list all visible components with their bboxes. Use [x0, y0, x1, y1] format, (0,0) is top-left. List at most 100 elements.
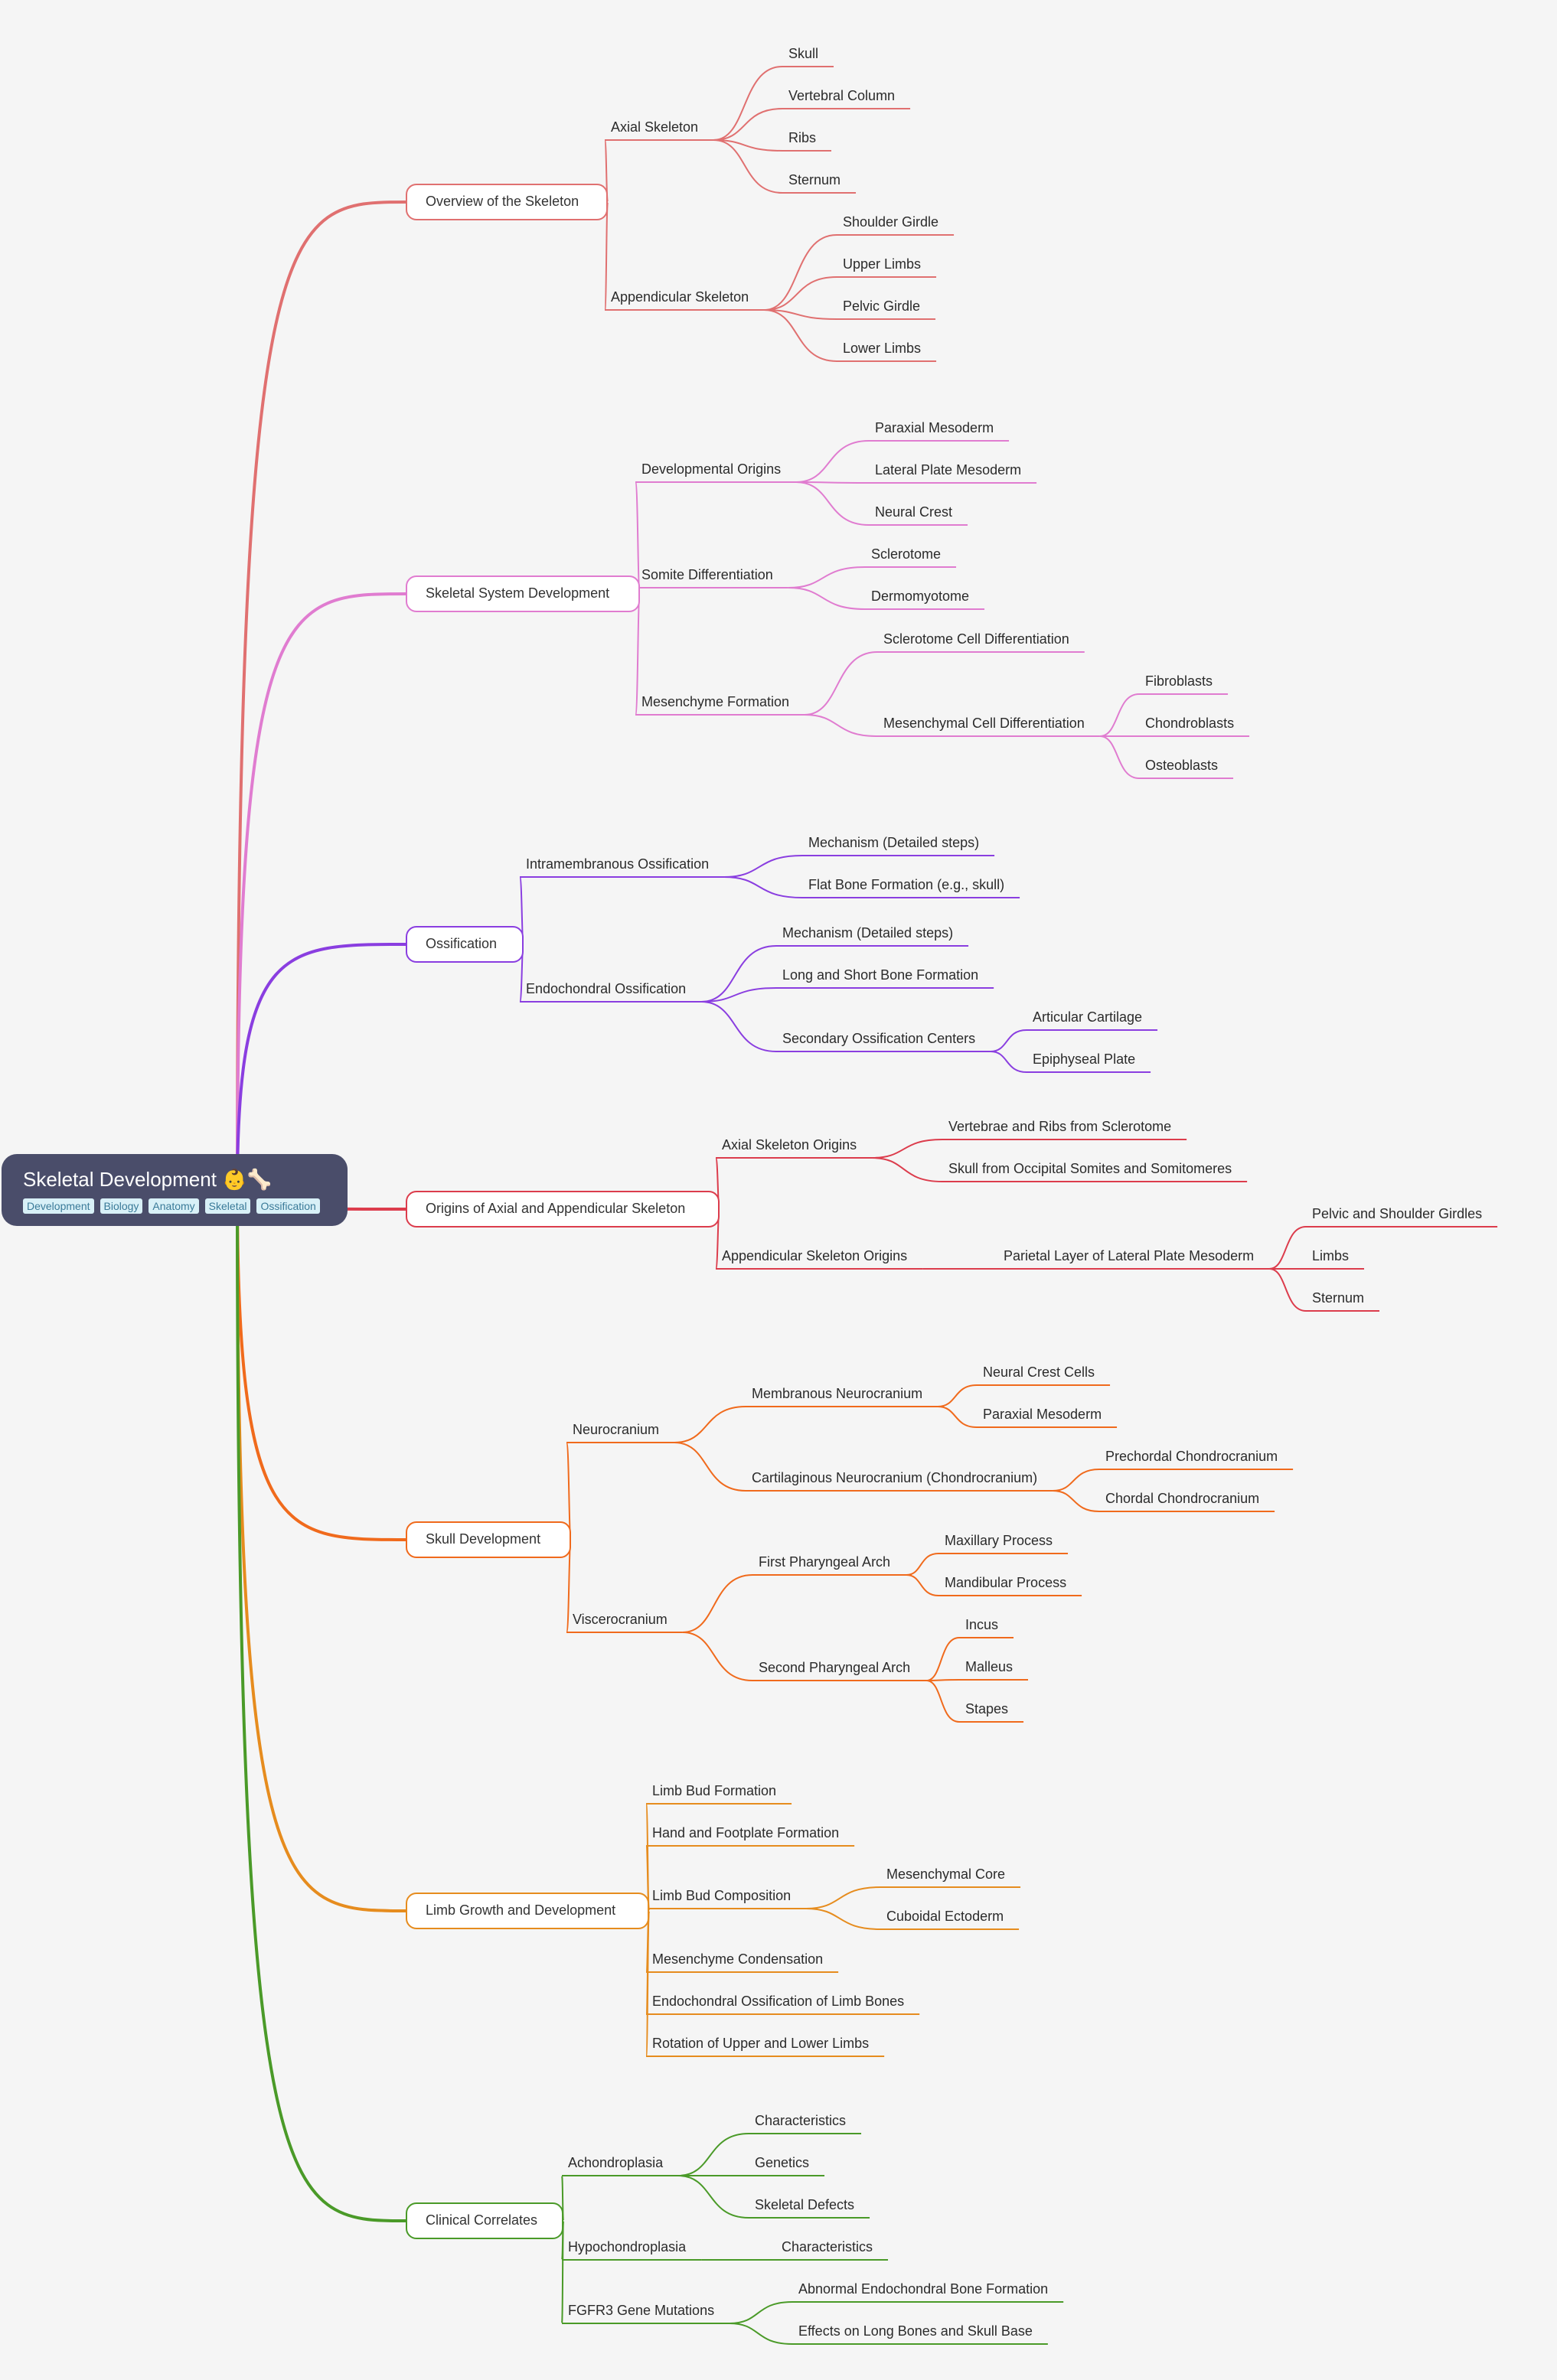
grandchild-node[interactable]: Membranous Neurocranium [752, 1386, 923, 1401]
grandchild-node[interactable]: Effects on Long Bones and Skull Base [798, 2323, 1033, 2339]
grandchild-node[interactable]: Characteristics [782, 2239, 873, 2254]
connector-line [764, 309, 837, 320]
child-node[interactable]: Endochondral Ossification [526, 981, 687, 996]
child-node[interactable]: Appendicular Skeleton Origins [722, 1248, 908, 1263]
branch-node[interactable]: Limb Growth and Development [406, 1893, 649, 1929]
grandchild-node[interactable]: Characteristics [755, 2113, 847, 2128]
child-node[interactable]: Hand and Footplate Formation [652, 1825, 840, 1840]
child-node[interactable]: Somite Differentiation [641, 567, 773, 582]
grandchild-node[interactable]: Shoulder Girdle [843, 214, 939, 230]
connector-line [635, 481, 641, 595]
connector-line [1099, 735, 1140, 779]
grandchild-node[interactable]: Genetics [755, 2155, 810, 2170]
leaf-node[interactable]: Paraxial Mesoderm [983, 1407, 1102, 1422]
connector-line [674, 1442, 746, 1492]
child-node[interactable]: Hypochondroplasia [568, 2239, 687, 2254]
connector-line [1269, 1226, 1307, 1270]
grandchild-node[interactable]: Paraxial Mesoderm [875, 420, 994, 435]
grandchild-node[interactable]: Skull from Occipital Somites and Somitom… [948, 1161, 1232, 1176]
branch-node[interactable]: Ossification [406, 926, 524, 963]
grandchild-node[interactable]: Vertebrae and Ribs from Sclerotome [948, 1119, 1172, 1134]
grandchild-node[interactable]: Sclerotome Cell Differentiation [883, 631, 1069, 647]
grandchild-node[interactable]: Parietal Layer of Lateral Plate Mesoderm [1004, 1248, 1255, 1263]
connector-line [872, 1139, 943, 1159]
branch-node[interactable]: Skeletal System Development [406, 575, 640, 612]
grandchild-node[interactable]: Mesenchymal Core [886, 1867, 1006, 1882]
leaf-node[interactable]: Stapes [965, 1701, 1009, 1717]
root-node[interactable]: Skeletal Development 👶🦴 Development Biol… [2, 1154, 348, 1226]
branch-node[interactable]: Clinical Correlates [406, 2202, 563, 2239]
leaf-node[interactable]: Malleus [965, 1659, 1014, 1674]
child-node[interactable]: Developmental Origins [641, 461, 782, 477]
child-node[interactable]: Intramembranous Ossification [526, 856, 710, 872]
child-node[interactable]: Limb Bud Composition [652, 1888, 792, 1903]
grandchild-node[interactable]: Vertebral Column [788, 88, 896, 103]
leaf-node[interactable]: Neural Crest Cells [983, 1364, 1095, 1380]
connector-line [906, 1574, 939, 1596]
grandchild-node[interactable]: Skull [788, 46, 819, 61]
leaf-node[interactable]: Epiphyseal Plate [1033, 1051, 1136, 1067]
grandchild-node[interactable]: Pelvic Girdle [843, 298, 921, 314]
grandchild-node[interactable]: Long and Short Bone Formation [782, 967, 979, 983]
grandchild-node[interactable]: Mechanism (Detailed steps) [782, 925, 954, 941]
child-node[interactable]: Achondroplasia [568, 2155, 664, 2170]
leaf-node[interactable]: Articular Cartilage [1033, 1009, 1143, 1025]
child-node[interactable]: Axial Skeleton [611, 119, 699, 135]
connector-line [1099, 693, 1140, 737]
connector-line [730, 2323, 793, 2345]
connector-line [764, 234, 837, 311]
branch-node[interactable]: Skull Development [406, 1521, 571, 1558]
grandchild-node[interactable]: Sclerotome [871, 546, 942, 562]
grandchild-node[interactable]: First Pharyngeal Arch [759, 1554, 891, 1570]
grandchild-node[interactable]: Second Pharyngeal Arch [759, 1660, 911, 1675]
branch-node[interactable]: Origins of Axial and Appendicular Skelet… [406, 1191, 720, 1227]
leaf-node[interactable]: Pelvic and Shoulder Girdles [1312, 1206, 1483, 1221]
grandchild-node[interactable]: Cartilaginous Neurocranium (Chondrocrani… [752, 1470, 1038, 1485]
grandchild-node[interactable]: Mechanism (Detailed steps) [808, 835, 980, 850]
child-node[interactable]: Rotation of Upper and Lower Limbs [652, 2036, 870, 2051]
grandchild-node[interactable]: Mesenchymal Cell Differentiation [883, 716, 1085, 731]
child-node[interactable]: Limb Bud Formation [652, 1783, 777, 1798]
child-node[interactable]: Appendicular Skeleton [611, 289, 749, 305]
leaf-node[interactable]: Maxillary Process [945, 1533, 1053, 1548]
child-node[interactable]: Axial Skeleton Origins [722, 1137, 857, 1153]
grandchild-node[interactable]: Lateral Plate Mesoderm [875, 462, 1022, 478]
grandchild-node[interactable]: Ribs [788, 130, 817, 145]
connector-line [991, 1051, 1027, 1073]
leaf-node[interactable]: Fibroblasts [1145, 673, 1213, 689]
grandchild-node[interactable]: Upper Limbs [843, 256, 922, 272]
grandchild-node[interactable]: Abnormal Endochondral Bone Formation [798, 2281, 1049, 2297]
child-node[interactable]: Neurocranium [573, 1422, 660, 1437]
grandchild-node[interactable]: Flat Bone Formation (e.g., skull) [808, 877, 1005, 892]
leaf-node[interactable]: Incus [965, 1617, 999, 1632]
grandchild-node[interactable]: Lower Limbs [843, 341, 922, 356]
leaf-node[interactable]: Osteoblasts [1145, 758, 1219, 773]
child-node[interactable]: Endochondral Ossification of Limb Bones [652, 1994, 905, 2009]
connector-line [701, 1001, 777, 1052]
grandchild-node[interactable]: Skeletal Defects [755, 2197, 855, 2212]
branch-node[interactable]: Overview of the Skeleton [406, 184, 608, 220]
child-node[interactable]: Mesenchyme Formation [641, 694, 790, 709]
child-node[interactable]: Viscerocranium [573, 1612, 668, 1627]
leaf-node[interactable]: Chordal Chondrocranium [1105, 1491, 1260, 1506]
grandchild-node[interactable]: Cuboidal Ectoderm [886, 1909, 1004, 1924]
connector-line [701, 987, 777, 1003]
leaf-node[interactable]: Limbs [1312, 1248, 1350, 1263]
leaf-node[interactable]: Prechordal Chondrocranium [1105, 1449, 1278, 1464]
connector-line [713, 139, 783, 194]
leaf-node[interactable]: Sternum [1312, 1290, 1365, 1306]
tag: Biology [100, 1198, 143, 1214]
child-node[interactable]: FGFR3 Gene Mutations [568, 2303, 715, 2318]
leaf-node[interactable]: Mandibular Process [945, 1575, 1067, 1590]
child-node[interactable]: Mesenchyme Condensation [652, 1951, 824, 1967]
connector-line [674, 1406, 746, 1443]
grandchild-node[interactable]: Sternum [788, 172, 841, 187]
leaf-node[interactable]: Chondroblasts [1145, 716, 1235, 731]
grandchild-node[interactable]: Secondary Ossification Centers [782, 1031, 976, 1046]
grandchild-node[interactable]: Neural Crest [875, 504, 953, 520]
grandchild-node[interactable]: Dermomyotome [871, 588, 970, 604]
connector-line [805, 714, 878, 737]
connector-line [1053, 1469, 1100, 1492]
connector-line [236, 592, 406, 1191]
connector-line [926, 1679, 960, 1681]
